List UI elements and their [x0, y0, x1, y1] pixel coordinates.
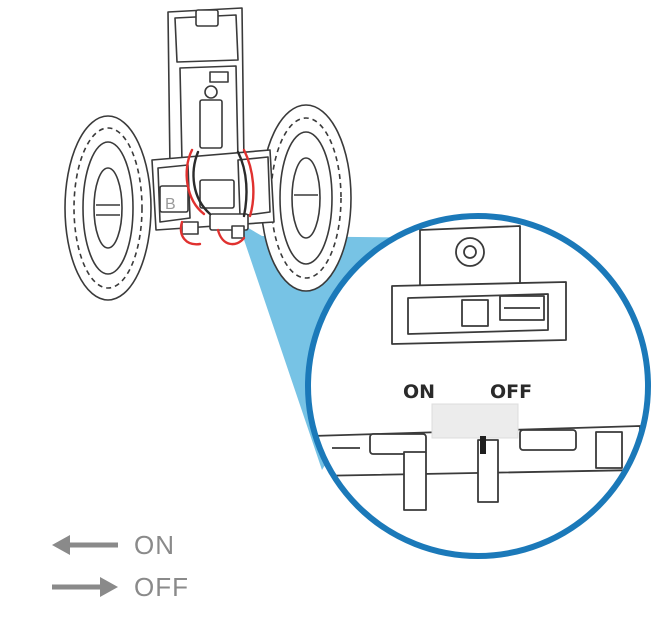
wires: [179, 148, 255, 246]
robot-illustration: [64, 7, 352, 301]
robot-chassis: [151, 149, 275, 231]
right-wheel: [260, 104, 352, 292]
legend-on-label: ON: [134, 530, 175, 560]
zoom-circle: ON OFF: [305, 213, 651, 559]
legend-item-on: ON: [52, 530, 175, 560]
zoom-lower-rail: [311, 425, 641, 511]
arrow-right-icon: [52, 577, 118, 597]
robot-main-board: [167, 7, 245, 169]
switch-slider: [431, 403, 519, 454]
zoom-upper-bracket: [391, 225, 567, 345]
legend-off-label: OFF: [134, 572, 189, 602]
switch-off-label: OFF: [490, 381, 532, 403]
switch-bracket: [181, 213, 249, 239]
switch-on-label: ON: [403, 381, 435, 403]
module-label: B: [165, 196, 176, 213]
legend-item-off: OFF: [52, 572, 189, 602]
legend: ON OFF: [52, 530, 189, 602]
zoom-ring: [305, 213, 651, 559]
arrow-left-icon: [52, 535, 118, 555]
left-wheel: [64, 115, 152, 301]
